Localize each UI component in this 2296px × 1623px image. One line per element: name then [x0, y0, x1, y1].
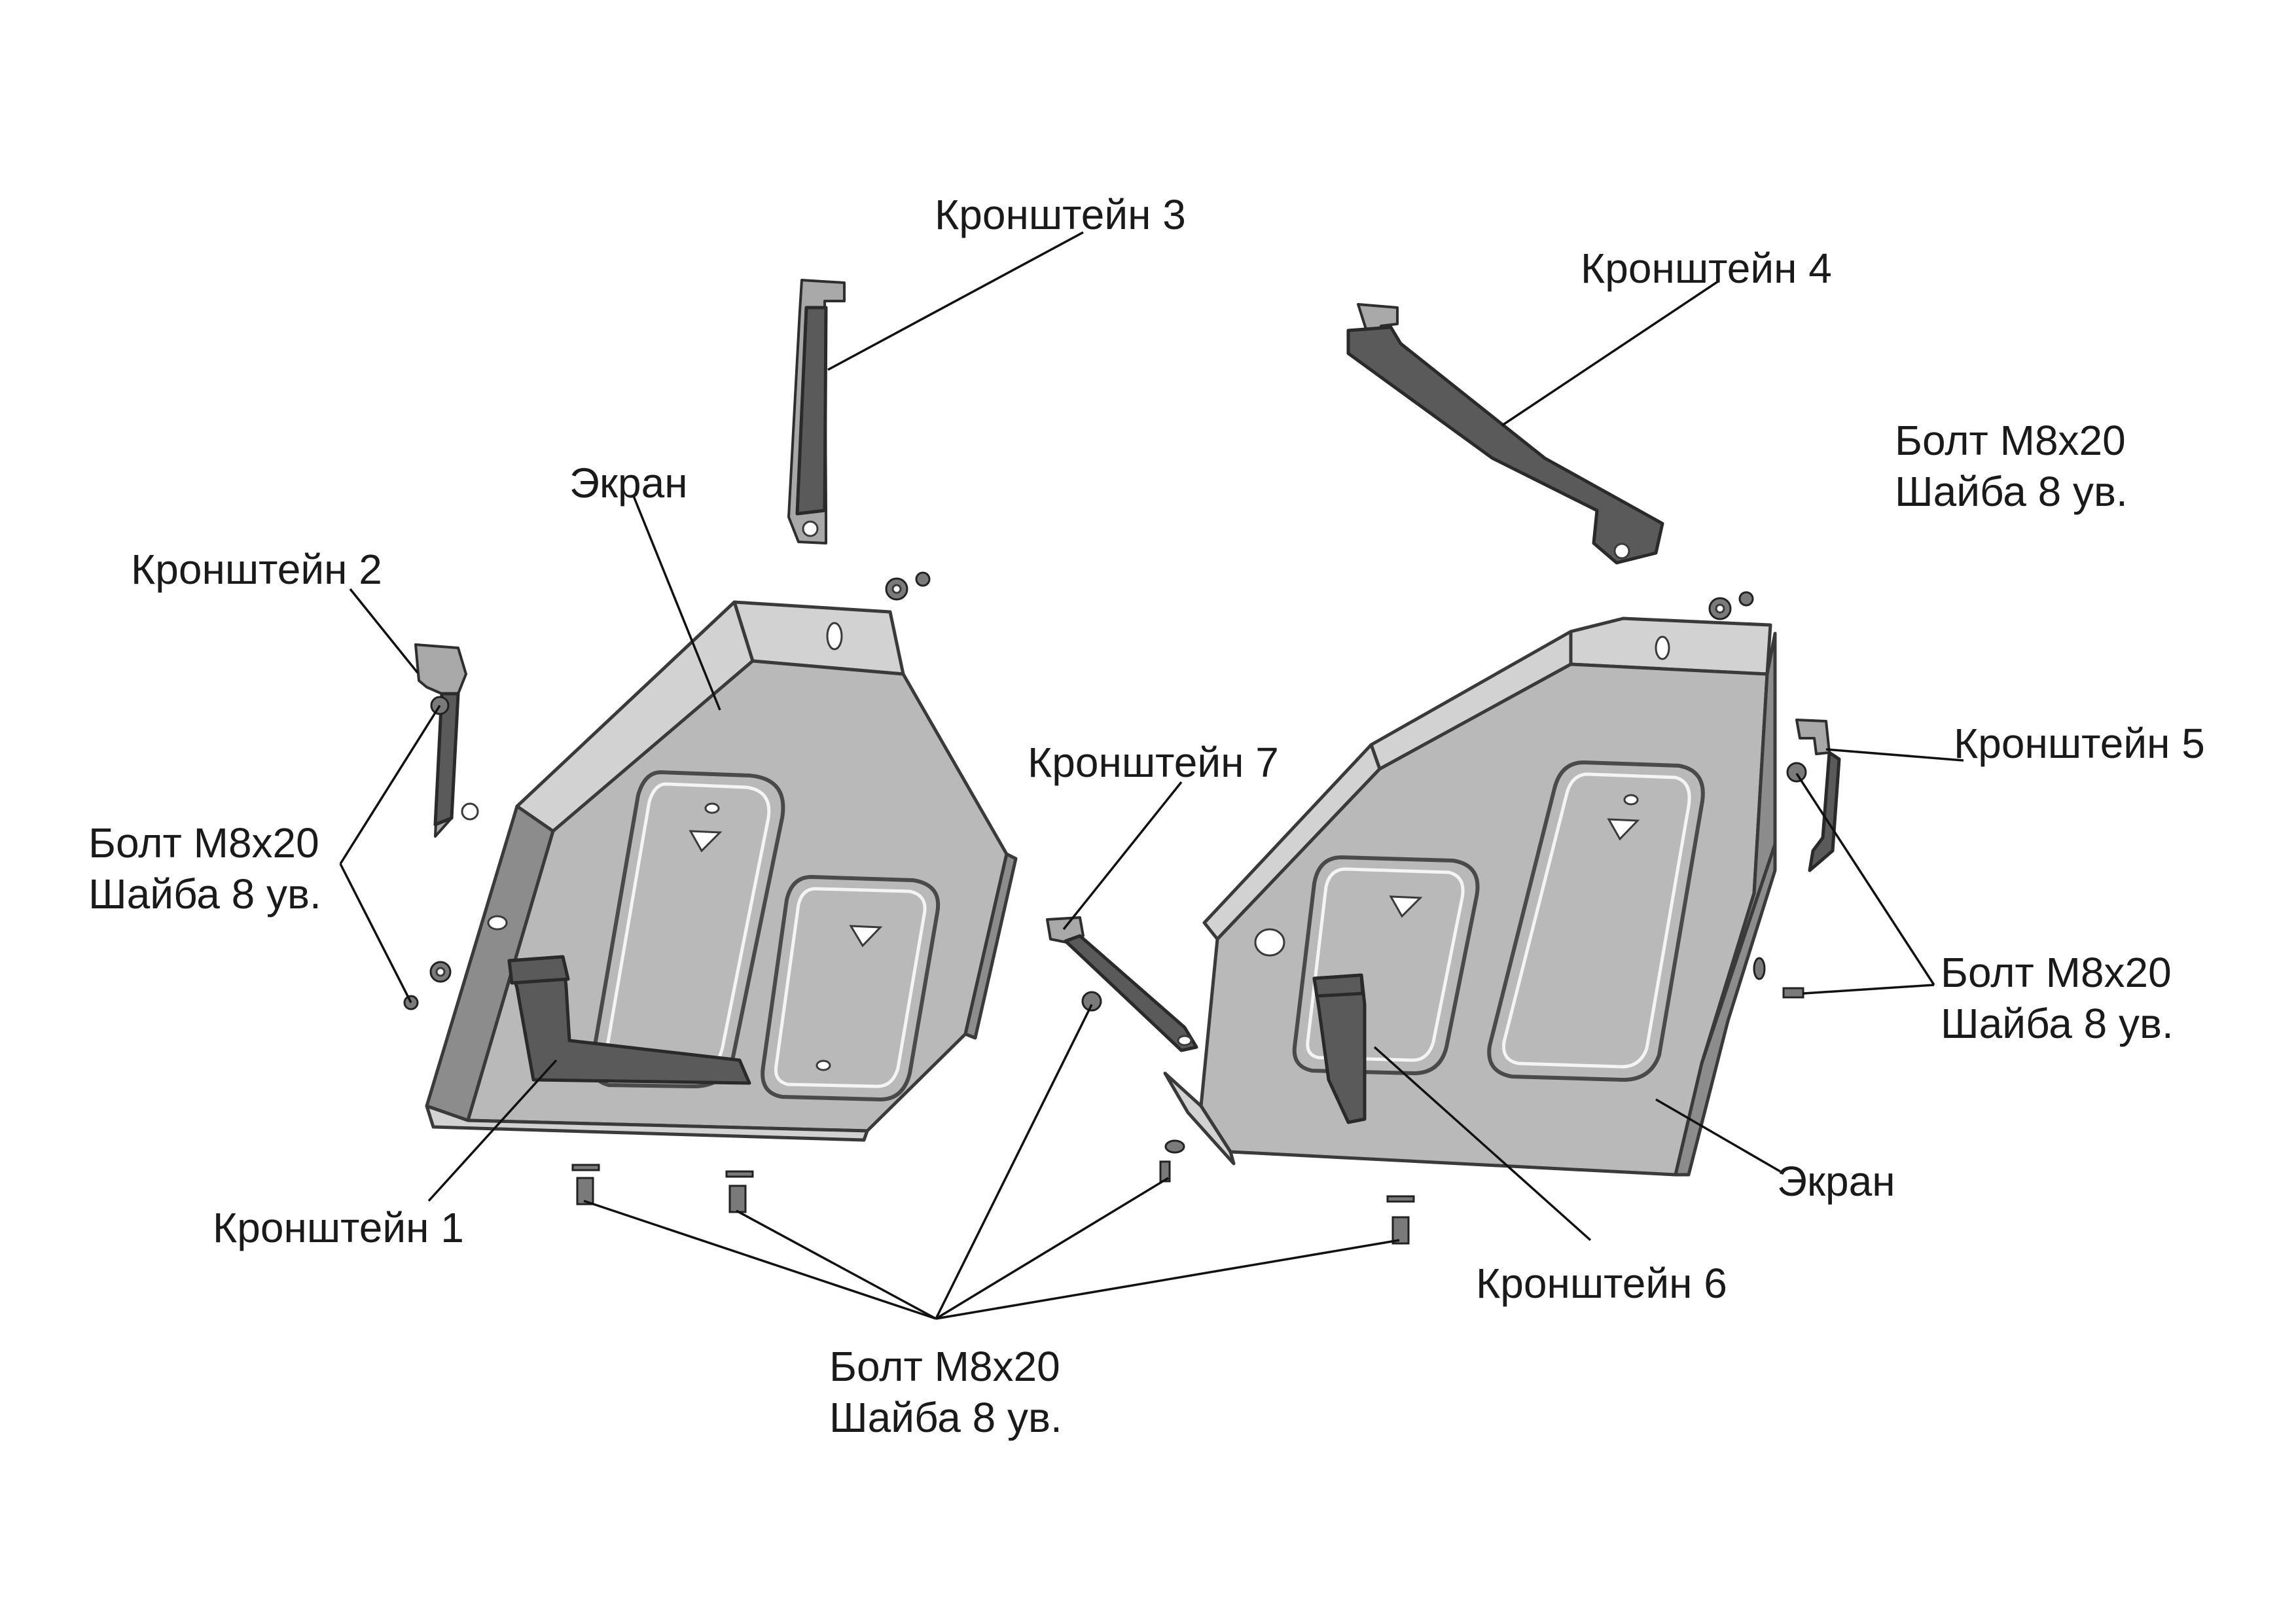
label-screen-left: Экран [569, 459, 688, 507]
left-screen-part [425, 600, 1018, 1142]
label-bracket-4: Кронштейн 4 [1581, 245, 1832, 292]
callout-labels: Кронштейн 3 Кронштейн 4 Экран Кронштейн … [88, 191, 2205, 1441]
label-bracket-5: Кронштейн 5 [1954, 720, 2205, 767]
label-bolt-bottom: Болт М8х20 [829, 1343, 1060, 1390]
label-bolt-right: Болт М8х20 [1941, 949, 2172, 996]
right-screen-part [1163, 616, 1777, 1177]
label-screen-right: Экран [1777, 1158, 1895, 1205]
label-washer-left: Шайба 8 ув. [88, 870, 321, 918]
label-bracket-2: Кронштейн 2 [131, 546, 382, 593]
label-bracket-1: Кронштейн 1 [213, 1204, 464, 1251]
bracket-3-part [787, 279, 846, 544]
label-bracket-6: Кронштейн 6 [1476, 1260, 1727, 1307]
bracket-7-part [1046, 916, 1198, 1052]
label-bracket-3: Кронштейн 3 [935, 191, 1186, 238]
bracket-5-part [1786, 719, 1841, 872]
label-washer-right: Шайба 8 ув. [1941, 1000, 2174, 1047]
bracket-2-part [414, 643, 479, 838]
label-bolt-top-right: Болт М8х20 [1895, 417, 2126, 464]
label-bracket-7: Кронштейн 7 [1028, 739, 1279, 786]
label-bolt-left: Болт М8х20 [88, 819, 319, 866]
bracket-4-part [1346, 303, 1664, 565]
fasteners [403, 571, 1804, 1245]
leader-lines [339, 231, 1964, 1320]
label-washer-top-right: Шайба 8 ув. [1895, 468, 2128, 515]
label-washer-bottom: Шайба 8 ув. [829, 1394, 1062, 1441]
